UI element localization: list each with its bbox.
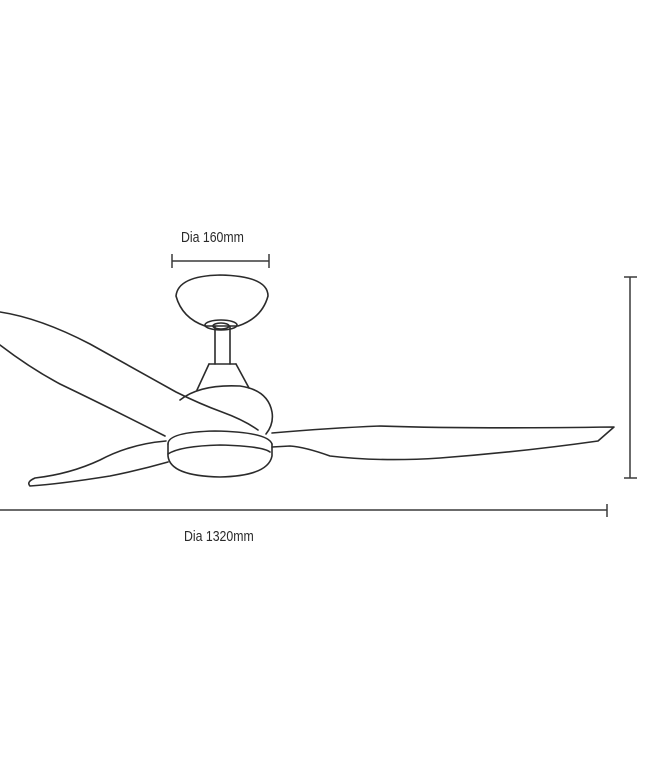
canopy-diameter-label: Dia 160mm (181, 229, 244, 246)
downrod (214, 325, 231, 365)
canopy (175, 274, 269, 331)
span-dimension-line (0, 504, 608, 517)
canopy-dimension-line (171, 254, 270, 268)
blade-left-lower (28, 440, 169, 487)
light-kit (167, 430, 273, 478)
motor-housing (179, 363, 274, 435)
blade-left-upper (0, 311, 259, 437)
blade-right (271, 425, 615, 461)
height-dimension-line (624, 276, 637, 479)
blade-span-label: Dia 1320mm (184, 528, 254, 545)
